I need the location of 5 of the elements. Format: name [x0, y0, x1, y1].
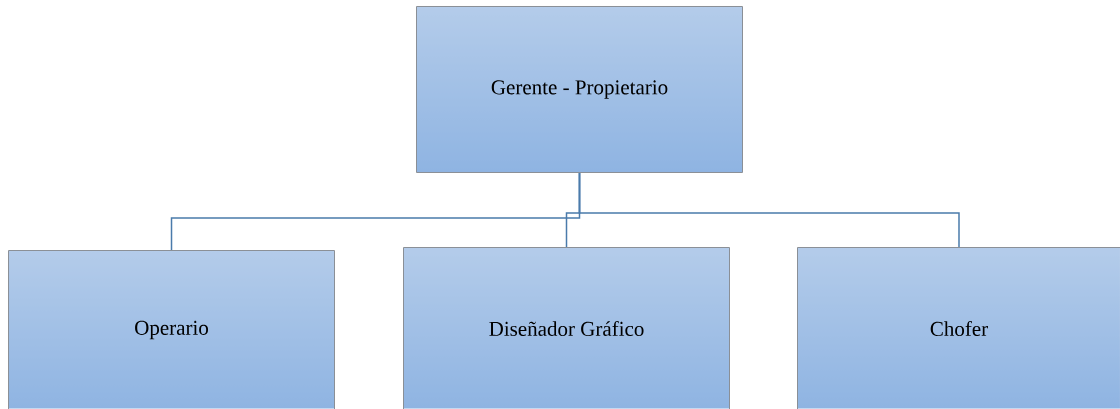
- connector-line: [578, 172, 960, 248]
- position-box: Gerente - Propietario: [416, 6, 743, 173]
- position-box: Diseñador Gráfico: [403, 247, 730, 409]
- position-box: Operario: [8, 250, 335, 409]
- position-box: Chofer: [797, 247, 1120, 409]
